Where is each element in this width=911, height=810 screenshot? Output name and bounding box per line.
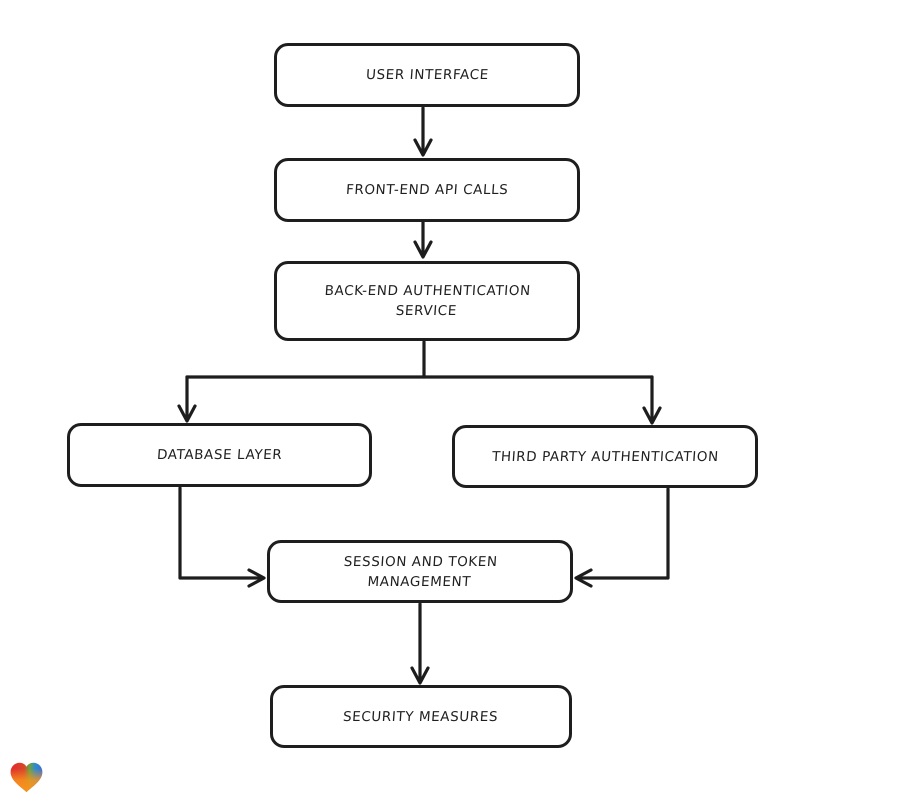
node-front-end-api-calls-label: FRONT-END API CALLS xyxy=(345,182,509,198)
node-session-and-token-management: SESSION AND TOKEN MANAGEMENT xyxy=(267,540,573,603)
arrow-ui-to-frontend xyxy=(413,106,433,157)
heart-logo[interactable] xyxy=(10,762,43,793)
node-back-end-authentication-service-label: BACK-END AUTHENTICATION SERVICE xyxy=(324,283,532,319)
node-user-interface-label: USER INTERFACE xyxy=(365,67,489,83)
node-database-layer: DATABASE LAYER xyxy=(67,423,372,487)
node-session-and-token-management-label: SESSION AND TOKEN MANAGEMENT xyxy=(343,553,499,590)
node-user-interface: USER INTERFACE xyxy=(274,43,580,107)
heart-shape-overlay xyxy=(10,762,43,793)
arrow-thirdparty-to-session xyxy=(574,487,670,588)
node-security-measures-label: SECURITY MEASURES xyxy=(342,708,500,725)
node-database-layer-label: DATABASE LAYER xyxy=(156,447,283,463)
arrow-backend-split xyxy=(177,340,662,425)
node-back-end-authentication-service: BACK-END AUTHENTICATION SERVICE xyxy=(274,261,580,341)
node-third-party-authentication-label: THIRD PARTY AUTHENTICATION xyxy=(491,448,719,465)
node-front-end-api-calls: FRONT-END API CALLS xyxy=(274,158,580,222)
node-third-party-authentication: THIRD PARTY AUTHENTICATION xyxy=(452,425,758,488)
arrow-session-to-security xyxy=(410,602,430,685)
arrow-database-to-session xyxy=(178,486,266,588)
node-security-measures: SECURITY MEASURES xyxy=(270,685,572,748)
arrow-frontend-to-backend xyxy=(413,220,433,259)
